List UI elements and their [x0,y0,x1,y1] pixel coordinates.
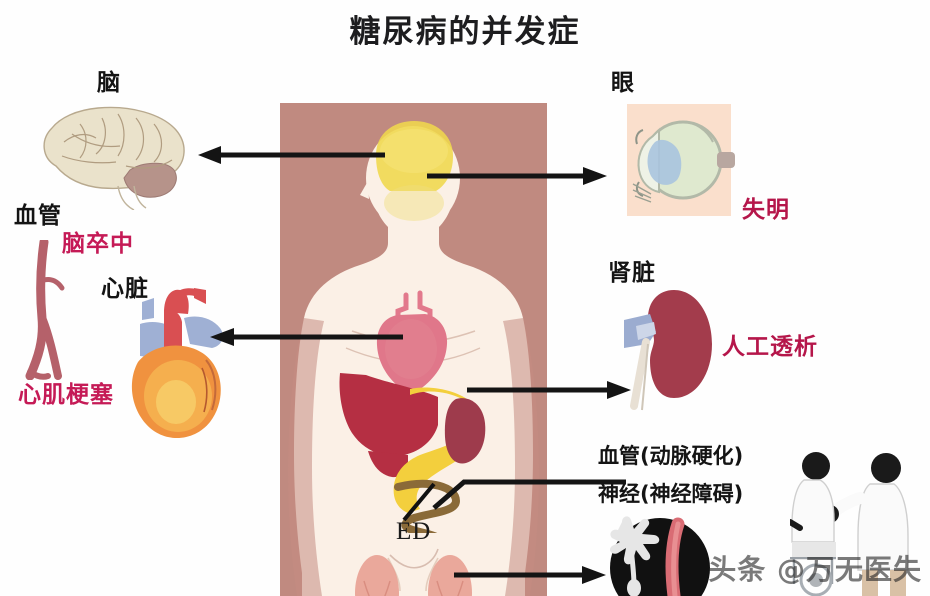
human-body-panel [280,103,547,596]
arrow-to-eye [427,167,607,185]
dialysis-label: 人工透析 [722,334,818,360]
arrow-to-heart [210,328,403,346]
myocardial-infarction-label: 心肌梗塞 [18,382,114,408]
page-title: 糖尿病的并发症 [349,14,581,50]
eye-illustration [625,100,738,218]
eye-label: 眼 [611,70,635,96]
watermark: 头条 @万无医失 [708,553,922,586]
kidney-illustration [618,286,728,416]
artery-illustration [18,237,78,381]
kidney-label: 肾脏 [608,260,656,286]
arrow-ed-connector [432,479,626,510]
stroke-label: 脑卒中 [62,231,134,257]
brain-illustration [26,100,206,211]
brain-label: 脑 [97,70,121,96]
heart-label: 心脏 [101,276,149,302]
arrow-to-brain [198,146,385,164]
arrow-to-nerve-vessel [454,566,606,584]
heart-illustration [120,284,240,444]
blindness-label: 失明 [742,197,790,223]
human-body-illustration [280,103,547,596]
arrow-to-kidney [467,381,631,399]
vessel-arteriosclerosis-label: 血管(动脉硬化) [598,444,744,468]
arrow-to-ed [402,482,436,522]
nerve-disorder-label: 神经(神经障碍) [598,482,744,506]
wheelchair-patient-illustration [787,450,930,596]
vessel-label: 血管 [14,203,62,229]
nerve-vessel-illustration [598,516,726,596]
ed-label: ED [396,518,432,545]
